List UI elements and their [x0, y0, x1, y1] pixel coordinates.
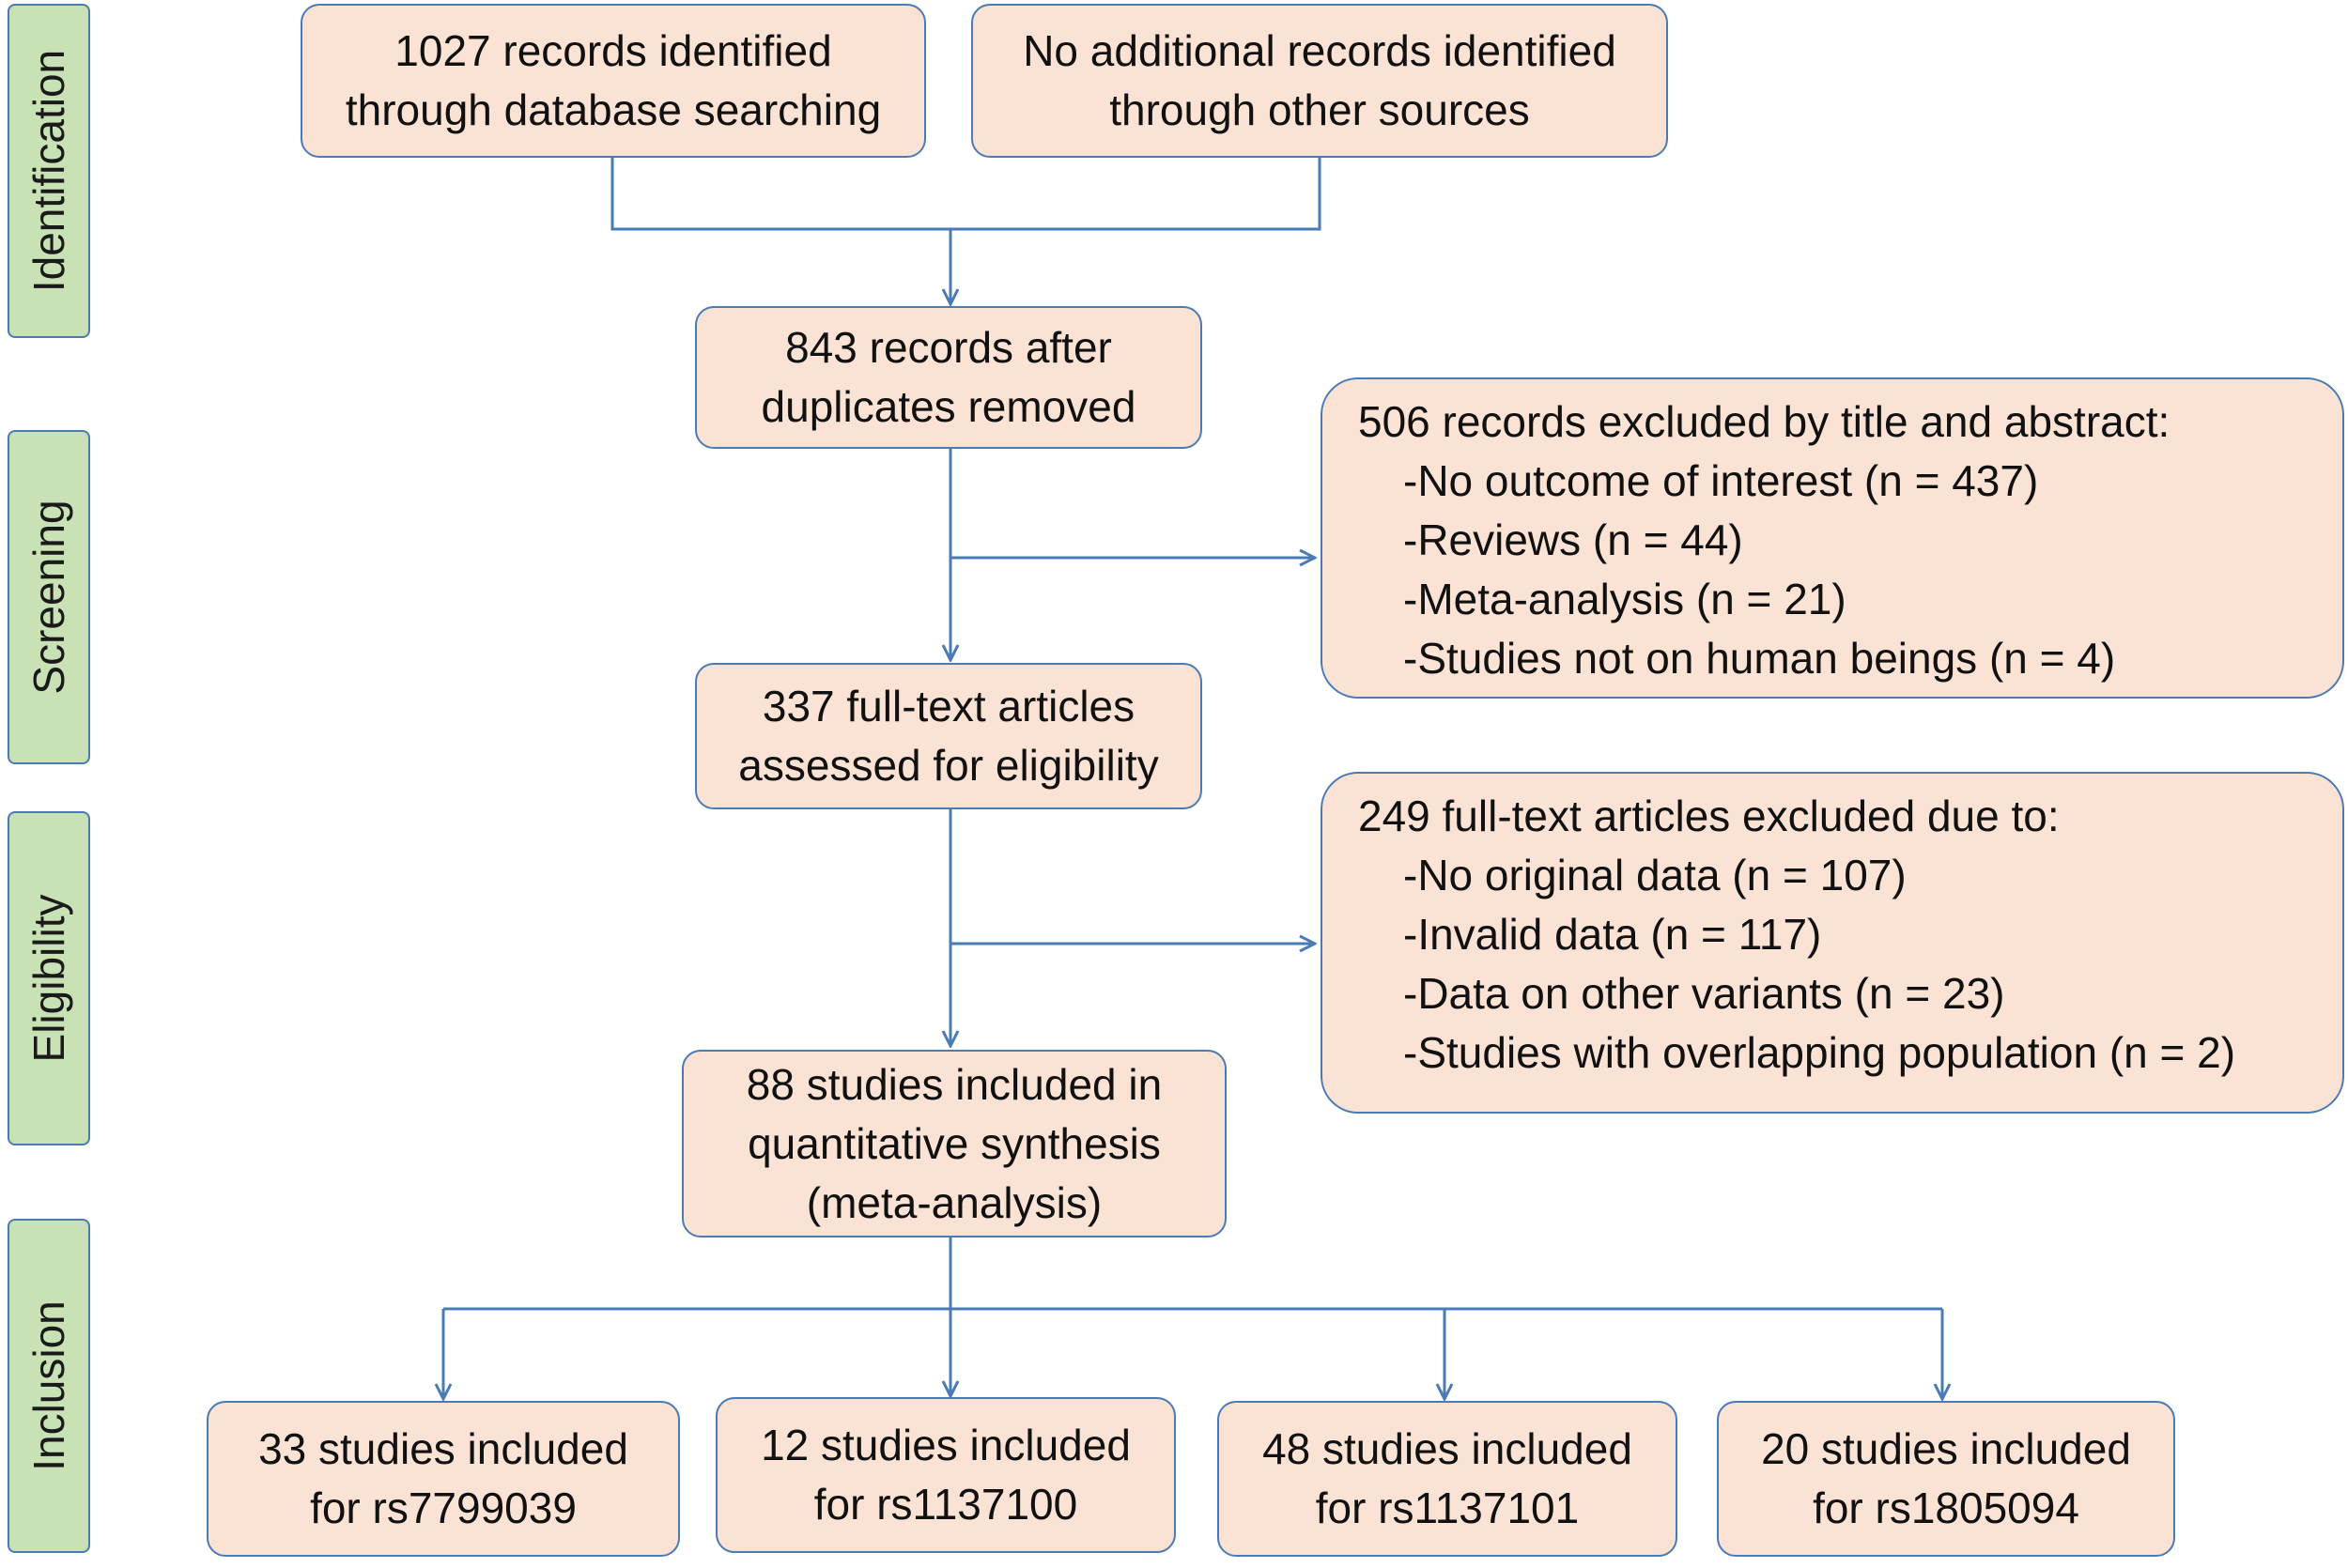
- box-line: through database searching: [345, 85, 882, 134]
- box-excluded-fulltext: 249 full-text articles excluded due to: …: [1321, 772, 2344, 1114]
- box-line: quantitative synthesis: [748, 1118, 1161, 1168]
- box-line: 1027 records identified: [394, 26, 832, 75]
- excluded-fulltext-heading: 249 full-text articles excluded due to:: [1358, 792, 2060, 840]
- box-line: 337 full-text articles: [762, 682, 1135, 730]
- box-line: assessed for eligibility: [738, 741, 1159, 790]
- stage-identification-label: Identification: [24, 49, 73, 293]
- box-line: duplicates removed: [761, 382, 1136, 431]
- stage-inclusion-label: Inclusion: [24, 1300, 73, 1471]
- stage-eligibility: Eligibility: [8, 811, 90, 1145]
- merge-connector: [610, 158, 1321, 231]
- box-rs1805094: 20 studies included for rs1805094: [1717, 1401, 2175, 1557]
- box-other-sources: No additional records identified through…: [971, 4, 1668, 158]
- excluded-title-item: -Reviews (n = 44): [1403, 515, 1743, 564]
- box-line: 48 studies included: [1262, 1424, 1632, 1473]
- box-database-search: 1027 records identified through database…: [301, 4, 926, 158]
- box-line: through other sources: [1109, 85, 1530, 134]
- stage-identification: Identification: [8, 4, 90, 338]
- box-rs7799039: 33 studies included for rs7799039: [207, 1401, 680, 1557]
- stage-inclusion: Inclusion: [8, 1219, 90, 1553]
- box-line: for rs1137101: [1315, 1483, 1580, 1532]
- stage-screening-label: Screening: [24, 500, 73, 695]
- stage-screening: Screening: [8, 430, 90, 764]
- excluded-fulltext-item: -Studies with overlapping population (n …: [1403, 1028, 2236, 1077]
- box-line: No additional records identified: [1023, 26, 1616, 75]
- box-fulltext-assessed: 337 full-text articles assessed for elig…: [695, 663, 1202, 809]
- box-rs1137100: 12 studies included for rs1137100: [716, 1397, 1176, 1553]
- excluded-fulltext-item: -No original data (n = 107): [1403, 851, 1907, 899]
- box-rs1137101: 48 studies included for rs1137101: [1217, 1401, 1677, 1557]
- box-line: 12 studies included: [761, 1421, 1131, 1469]
- box-line: (meta-analysis): [806, 1177, 1103, 1227]
- box-line: for rs7799039: [310, 1483, 577, 1532]
- stage-eligibility-label: Eligibility: [24, 894, 73, 1063]
- excluded-title-item: -Studies not on human beings (n = 4): [1403, 634, 2116, 683]
- box-line: 843 records after: [785, 323, 1112, 372]
- excluded-title-item: -No outcome of interest (n = 437): [1403, 456, 2039, 505]
- box-line: for rs1137100: [813, 1480, 1078, 1529]
- excluded-title-item: -Meta-analysis (n = 21): [1403, 575, 1846, 623]
- box-line: 88 studies included in: [746, 1059, 1163, 1109]
- excluded-fulltext-item: -Invalid data (n = 117): [1403, 910, 1822, 959]
- box-after-duplicates: 843 records after duplicates removed: [695, 306, 1202, 449]
- box-line: for rs1805094: [1813, 1483, 2079, 1532]
- box-excluded-title-abstract: 506 records excluded by title and abstra…: [1321, 377, 2344, 699]
- box-line: 20 studies included: [1761, 1424, 2131, 1473]
- excluded-fulltext-item: -Data on other variants (n = 23): [1403, 969, 2005, 1018]
- box-line: 33 studies included: [258, 1424, 628, 1473]
- box-quantitative-synthesis: 88 studies included in quantitative synt…: [682, 1050, 1227, 1237]
- excluded-title-heading: 506 records excluded by title and abstra…: [1358, 397, 2170, 446]
